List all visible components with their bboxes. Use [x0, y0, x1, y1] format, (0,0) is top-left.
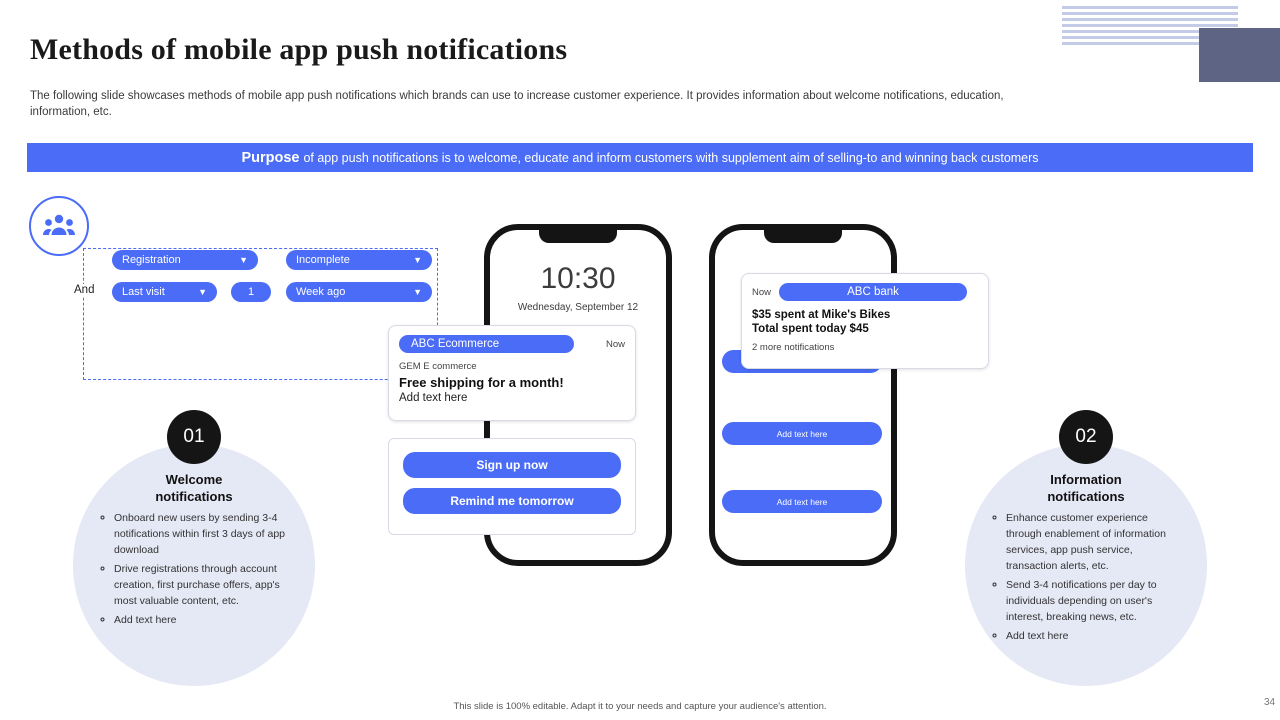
card-title-right-line1: Information	[1050, 472, 1122, 487]
remind-me-tomorrow-button[interactable]: Remind me tomorrow	[403, 488, 621, 514]
bank-notification-more: 2 more notifications	[752, 342, 835, 353]
rule-select-incomplete-label: Incomplete	[296, 254, 350, 266]
rule-select-registration-label: Registration	[122, 254, 181, 266]
footer-note: This slide is 100% editable. Adapt it to…	[453, 701, 827, 712]
bank-notification-header: Now ABC bank	[752, 283, 978, 301]
list-item: Drive registrations through account crea…	[114, 561, 290, 609]
rule-select-week-ago-label: Week ago	[296, 286, 346, 298]
page-title: Methods of mobile app push notifications	[30, 33, 568, 66]
decorative-block	[1199, 28, 1280, 82]
step-badge-01: 01	[167, 410, 221, 464]
rule-value-count[interactable]: 1	[231, 282, 271, 302]
chevron-down-icon: ▼	[413, 255, 422, 265]
rule-value-count-label: 1	[247, 286, 255, 298]
rule-select-last-visit-label: Last visit	[122, 286, 165, 298]
purpose-banner: Purpose of app push notifications is to …	[27, 143, 1253, 172]
phone-notch	[764, 230, 842, 243]
notification-body: Add text here	[399, 392, 468, 404]
phone-two-button-2[interactable]: Add text here	[722, 422, 882, 445]
page-subtitle: The following slide showcases methods of…	[30, 90, 1004, 118]
info-circle-left	[73, 444, 315, 686]
rule-select-incomplete[interactable]: Incomplete ▼	[286, 250, 432, 270]
list-item: Add text here	[114, 612, 290, 628]
people-group-icon	[43, 214, 75, 235]
notification-header: ABC Ecommerce Now	[399, 335, 625, 353]
lockscreen-clock: 10:30	[540, 262, 616, 295]
phone-notch	[539, 230, 617, 243]
purpose-text: of app push notifications is to welcome,…	[303, 150, 1039, 165]
notification-card-ecommerce[interactable]: ABC Ecommerce Now GEM E commerce Free sh…	[388, 325, 636, 421]
sign-up-now-button[interactable]: Sign up now	[403, 452, 621, 478]
card-title-right: Information notifications	[966, 471, 1206, 505]
chevron-down-icon: ▼	[413, 287, 422, 297]
decorative-stripes	[1062, 6, 1238, 45]
card-bullets-right: Enhance customer experience through enab…	[992, 510, 1182, 647]
list-item: Send 3-4 notifications per day to indivi…	[1006, 577, 1182, 625]
card-title-left-line1: Welcome	[165, 472, 223, 487]
list-item: Onboard new users by sending 3-4 notific…	[114, 510, 290, 558]
bank-notification-line-2: Total spent today $45	[752, 323, 869, 335]
bank-notification-app-name: ABC bank	[779, 283, 968, 301]
notification-title: Free shipping for a month!	[399, 375, 564, 390]
card-title-left: Welcome notifications	[74, 471, 314, 505]
chevron-down-icon: ▼	[239, 255, 248, 265]
info-circle-right	[965, 444, 1207, 686]
chevron-down-icon: ▼	[198, 287, 207, 297]
card-title-right-line2: notifications	[1047, 489, 1125, 504]
bank-notification-line-1: $35 spent at Mike's Bikes	[752, 309, 891, 321]
rule-and-label: And	[71, 284, 98, 296]
cta-card: Sign up now Remind me tomorrow	[388, 438, 636, 535]
bank-notification-timestamp: Now	[752, 286, 772, 298]
rule-group-box	[83, 248, 438, 380]
notification-app-name: ABC Ecommerce	[399, 335, 574, 353]
phone-two-button-3[interactable]: Add text here	[722, 490, 882, 513]
card-title-left-line2: notifications	[155, 489, 233, 504]
rule-select-registration[interactable]: Registration ▼	[112, 250, 258, 270]
rule-select-last-visit[interactable]: Last visit ▼	[112, 282, 217, 302]
purpose-lead: Purpose	[241, 149, 300, 166]
rule-select-week-ago[interactable]: Week ago ▼	[286, 282, 432, 302]
audience-icon	[29, 196, 89, 256]
page-number: 34	[1264, 697, 1276, 708]
notification-card-bank[interactable]: Now ABC bank $35 spent at Mike's Bikes T…	[741, 273, 989, 369]
card-bullets-left: Onboard new users by sending 3-4 notific…	[100, 510, 290, 631]
notification-timestamp: Now	[605, 338, 625, 350]
list-item: Add text here	[1006, 628, 1182, 644]
notification-subtitle: GEM E commerce	[399, 361, 477, 372]
step-badge-02: 02	[1059, 410, 1113, 464]
list-item: Enhance customer experience through enab…	[1006, 510, 1182, 574]
lockscreen-date: Wednesday, September 12	[517, 302, 639, 313]
